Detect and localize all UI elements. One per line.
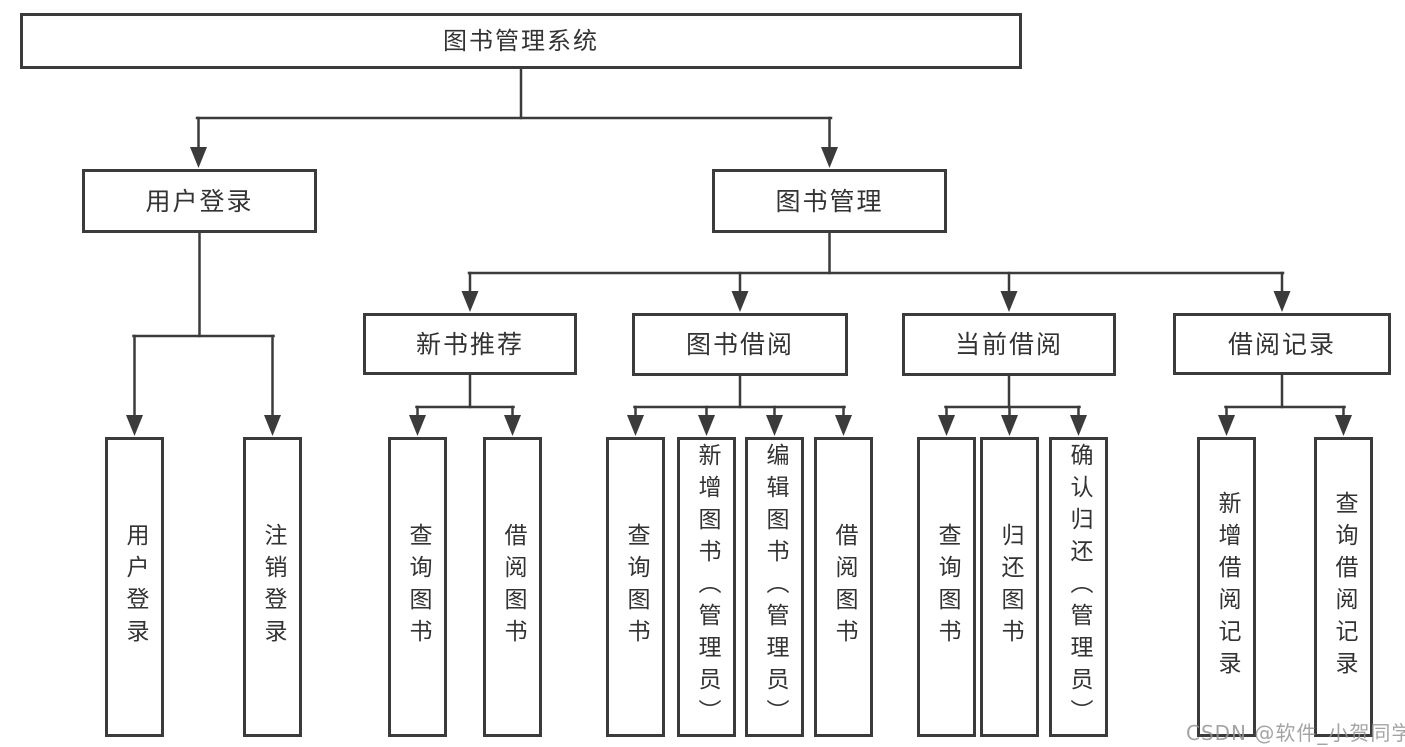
watermark: CSDN @软件_小贺同学: [1186, 721, 1405, 745]
leaf-borrowing-edit-books-admin: 编辑图书（管理员）: [745, 437, 804, 737]
leaf-borrowing-borrow-books: 借阅图书: [814, 437, 873, 737]
node-new-book-recommend: 新书推荐: [363, 313, 577, 375]
leaf-records-add-borrow-record: 新增借阅记录: [1197, 437, 1256, 737]
leaf-logout: 注销登录: [243, 437, 302, 737]
leaf-current-return-books: 归还图书: [980, 437, 1039, 737]
node-borrowing-records: 借阅记录: [1173, 313, 1391, 375]
leaf-current-query-books: 查询图书: [917, 437, 976, 737]
leaf-user-login: 用户登录: [105, 437, 164, 737]
node-book-borrowing: 图书借阅: [632, 313, 848, 376]
leaf-borrowing-query-books: 查询图书: [606, 437, 665, 737]
node-user-login: 用户登录: [82, 169, 317, 233]
node-library-management-system: 图书管理系统: [20, 13, 1022, 69]
leaf-newrec-query-books: 查询图书: [388, 437, 447, 737]
leaf-newrec-borrow-books: 借阅图书: [483, 437, 542, 737]
leaf-records-query-borrow-record: 查询借阅记录: [1314, 437, 1373, 737]
leaf-borrowing-add-books-admin: 新增图书（管理员）: [677, 437, 736, 737]
leaf-current-confirm-return-admin: 确认归还（管理员）: [1049, 437, 1108, 737]
node-book-management: 图书管理: [712, 169, 947, 233]
node-current-borrowing: 当前借阅: [902, 313, 1116, 376]
